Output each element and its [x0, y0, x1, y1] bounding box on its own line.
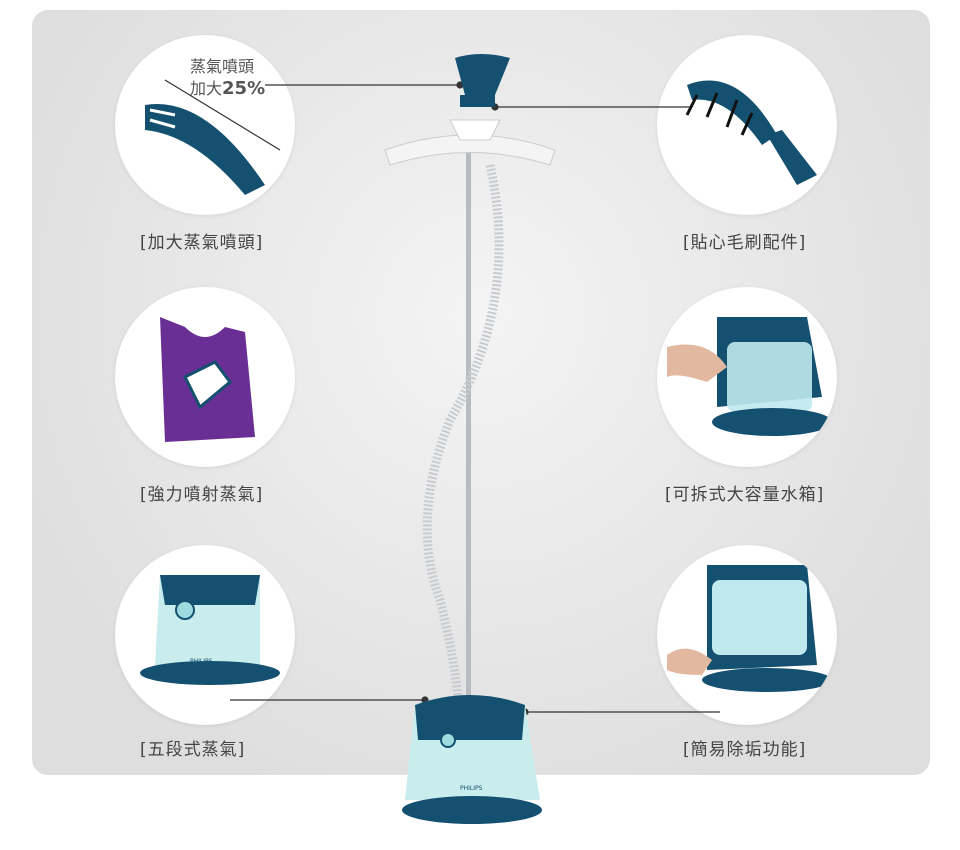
callout-line2: 加大: [190, 79, 223, 98]
feature-image-steam-levels: PHILIPS: [115, 545, 295, 725]
feature-label-water-tank: [可拆式大容量水箱]: [665, 485, 825, 505]
feature-image-descaling: [657, 545, 837, 725]
brand-logo: PHILIPS: [460, 785, 483, 792]
brand-logo: PHILIPS: [190, 658, 213, 665]
callout-line1: 蒸氣噴頭: [190, 57, 255, 76]
feature-image-steam-head: [115, 35, 295, 215]
feature-image-garment: [115, 287, 295, 467]
feature-image-brush: [657, 35, 837, 215]
feature-label-brush: [貼心毛刷配件]: [683, 233, 807, 253]
feature-label-steam-head: [加大蒸氣噴頭]: [140, 233, 264, 253]
feature-label-steam-levels: [五段式蒸氣]: [140, 740, 246, 760]
feature-image-water-tank: [657, 287, 837, 467]
feature-label-descaling: [簡易除垢功能]: [683, 740, 807, 760]
callout-value: 25%: [222, 78, 266, 99]
steam-head-callout: 蒸氣噴頭 加大25%: [190, 56, 265, 100]
feature-label-jet-steam: [強力噴射蒸氣]: [140, 485, 264, 505]
